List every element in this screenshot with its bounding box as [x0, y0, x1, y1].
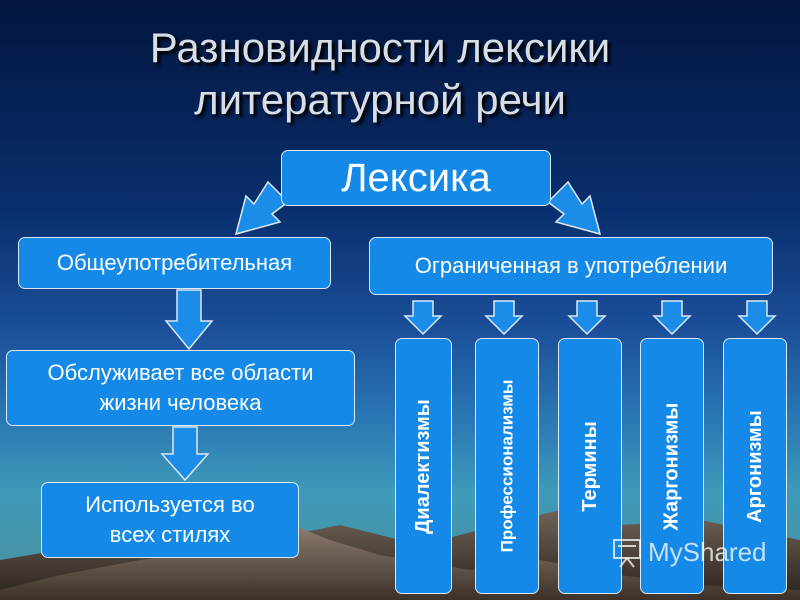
arrow-down-item-5: [737, 300, 777, 336]
left-branch-box: Общеупотребительная: [18, 237, 331, 289]
right-branch-label: Ограниченная в употреблении: [414, 253, 728, 278]
left-step1-line1: Обслуживает все области: [47, 360, 314, 385]
item-box-professionalisms: Профессионализмы: [475, 338, 539, 594]
item-label-dialectisms: Диалектизмы: [412, 398, 434, 534]
arrow-down-left-1: [164, 289, 214, 351]
left-step2-line2: всех стилях: [109, 522, 231, 547]
item-label-terms: Термины: [578, 420, 601, 512]
left-step1-line2: жизни человека: [99, 390, 262, 415]
item-box-dialectisms: Диалектизмы: [395, 338, 452, 594]
arrow-root-right: [546, 180, 602, 236]
watermark: MyShared: [610, 535, 767, 569]
arrow-down-item-2: [484, 300, 524, 336]
item-box-jargonisms: Жаргонизмы: [640, 338, 704, 594]
left-step1-box: Обслуживает все области жизни человека: [6, 350, 355, 426]
root-box: Лексика: [281, 150, 551, 206]
item-box-argonisms: Аргонизмы: [723, 338, 787, 594]
item-label-professionalisms: Профессионализмы: [497, 379, 516, 553]
slide-title-line2: литературной речи: [194, 76, 566, 123]
left-step2-box: Используется во всех стилях: [41, 482, 299, 558]
arrow-down-item-3: [567, 300, 607, 336]
left-step2-line1: Используется во: [85, 492, 255, 517]
right-branch-box: Ограниченная в употреблении: [369, 237, 773, 295]
watermark-text: MyShared: [648, 536, 767, 567]
item-label-jargonisms: Жаргонизмы: [660, 402, 683, 530]
arrow-down-item-4: [652, 300, 692, 336]
item-label-argonisms: Аргонизмы: [743, 409, 766, 523]
slide-title-line1: Разновидности лексики: [149, 24, 611, 71]
item-box-terms: Термины: [558, 338, 622, 594]
slide-title: Разновидности лексики литературной речи: [0, 22, 760, 126]
arrow-down-item-1: [403, 300, 443, 336]
root-label: Лексика: [341, 155, 491, 200]
left-branch-label: Общеупотребительная: [56, 250, 293, 275]
presentation-board-icon: [613, 539, 641, 568]
arrow-down-left-2: [160, 426, 210, 482]
